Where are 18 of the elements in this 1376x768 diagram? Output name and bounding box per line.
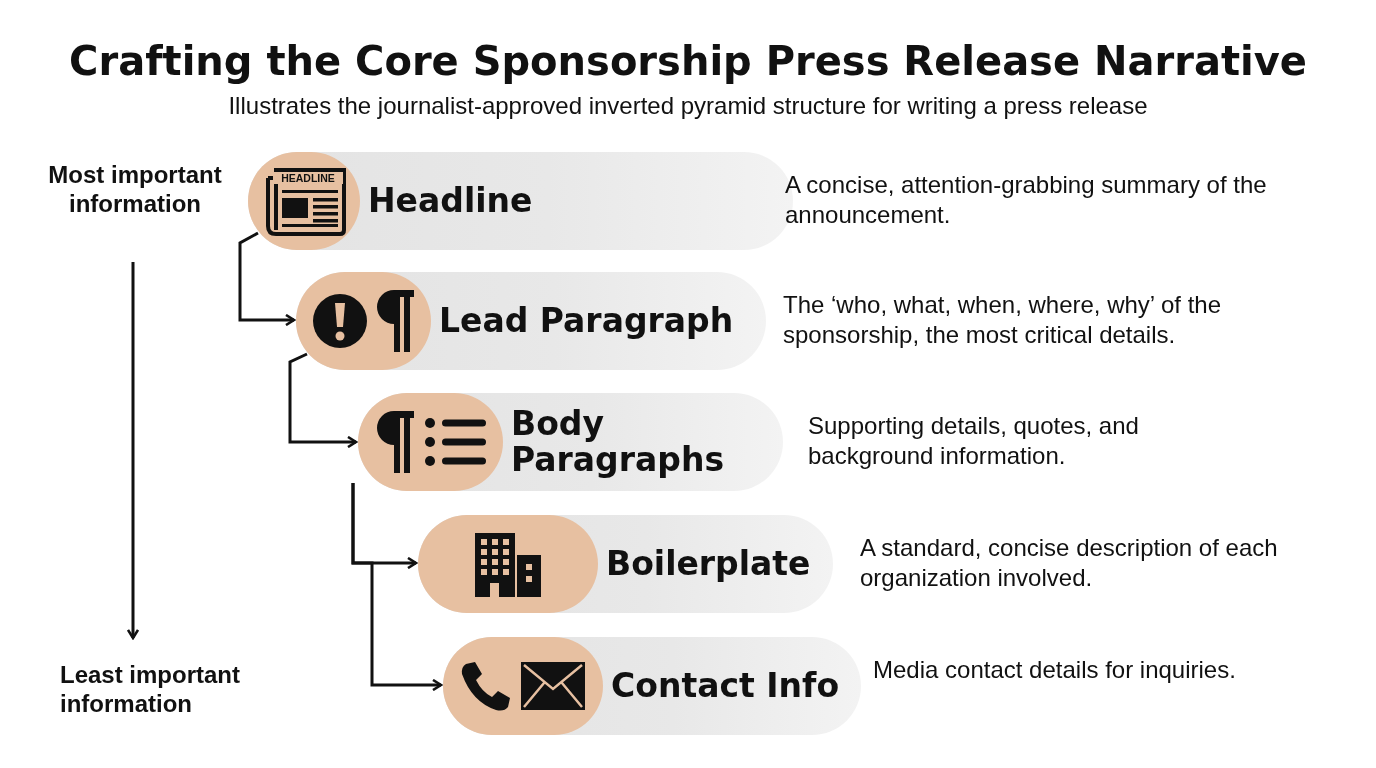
- title: Crafting the Core Sponsorship Press Release Narrative: [68, 38, 1308, 84]
- step-title: Contact Info: [611, 668, 841, 704]
- connector-arrow: [288, 352, 358, 449]
- step-description: Media contact details for inquiries.: [873, 655, 1237, 685]
- step-description: A standard, concise description of each organization involved.: [860, 533, 1279, 593]
- axis-label: Most important information: [47, 160, 223, 218]
- step-title: Lead Paragraph: [439, 303, 735, 339]
- step-description: The ‘who, what, when, where, why’ of the sponsorship, the most critical details.: [783, 290, 1222, 350]
- step-title: Boilerplate: [606, 546, 812, 582]
- axis-label: Least important information: [60, 660, 242, 718]
- subtitle: Illustrates the journalist-approved inverted pyramid structure for writing a press release: [227, 92, 1149, 120]
- step-title: Body Paragraphs: [511, 406, 726, 478]
- connector-arrow: [238, 231, 296, 327]
- step-description: A concise, attention-grabbing summary of the announcement.: [785, 170, 1268, 230]
- masthead-text: HEADLINE: [273, 172, 343, 184]
- step-description: Supporting details, quotes, and background information.: [808, 411, 1140, 471]
- step-title: Headline: [368, 183, 534, 219]
- connector-arrow: [351, 483, 443, 692]
